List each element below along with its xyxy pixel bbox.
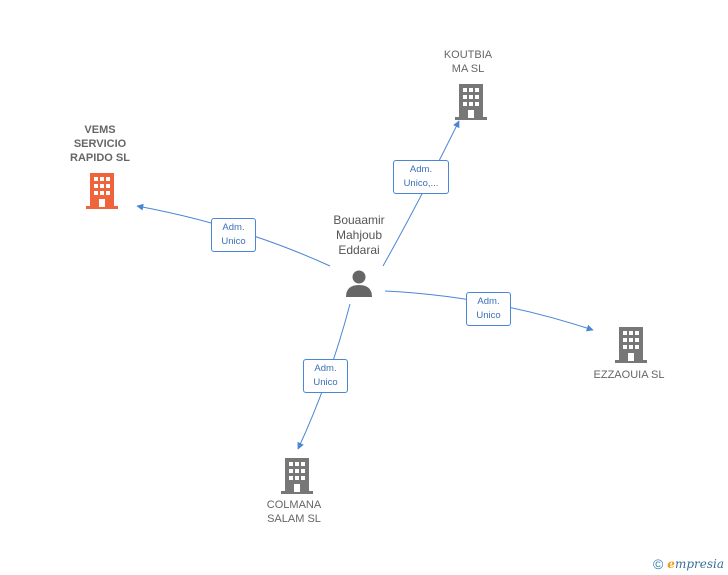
company-label-vems[interactable]: VEMS SERVICIO RAPIDO SL (70, 124, 130, 164)
building-icon[interactable] (86, 173, 118, 209)
edge-koutbia (382, 120, 460, 267)
company-label-koutbia[interactable]: KOUTBIA MA SL (443, 49, 493, 75)
footer-brand: © empresia (653, 556, 724, 572)
copyright-symbol: © (652, 556, 664, 572)
company-label-ezzaouia[interactable]: EZZAOUIA SL (593, 369, 665, 381)
edge-label-colmana[interactable]: Adm. Unico (303, 359, 348, 393)
brand-logo[interactable]: empresia (667, 557, 724, 571)
edge-label-vems[interactable]: Adm. Unico (211, 218, 256, 252)
person-name[interactable]: Bouaamir Mahjoub Eddarai (333, 213, 385, 257)
person-icon[interactable] (344, 268, 374, 298)
edge-label-koutbia[interactable]: Adm. Unico,... (393, 160, 449, 194)
building-icon[interactable] (281, 458, 313, 494)
edge-label-ezzaouia[interactable]: Adm. Unico (466, 292, 511, 326)
building-icon[interactable] (615, 327, 647, 363)
building-icon[interactable] (455, 84, 487, 120)
company-label-colmana[interactable]: COLMANA SALAM SL (266, 499, 322, 525)
